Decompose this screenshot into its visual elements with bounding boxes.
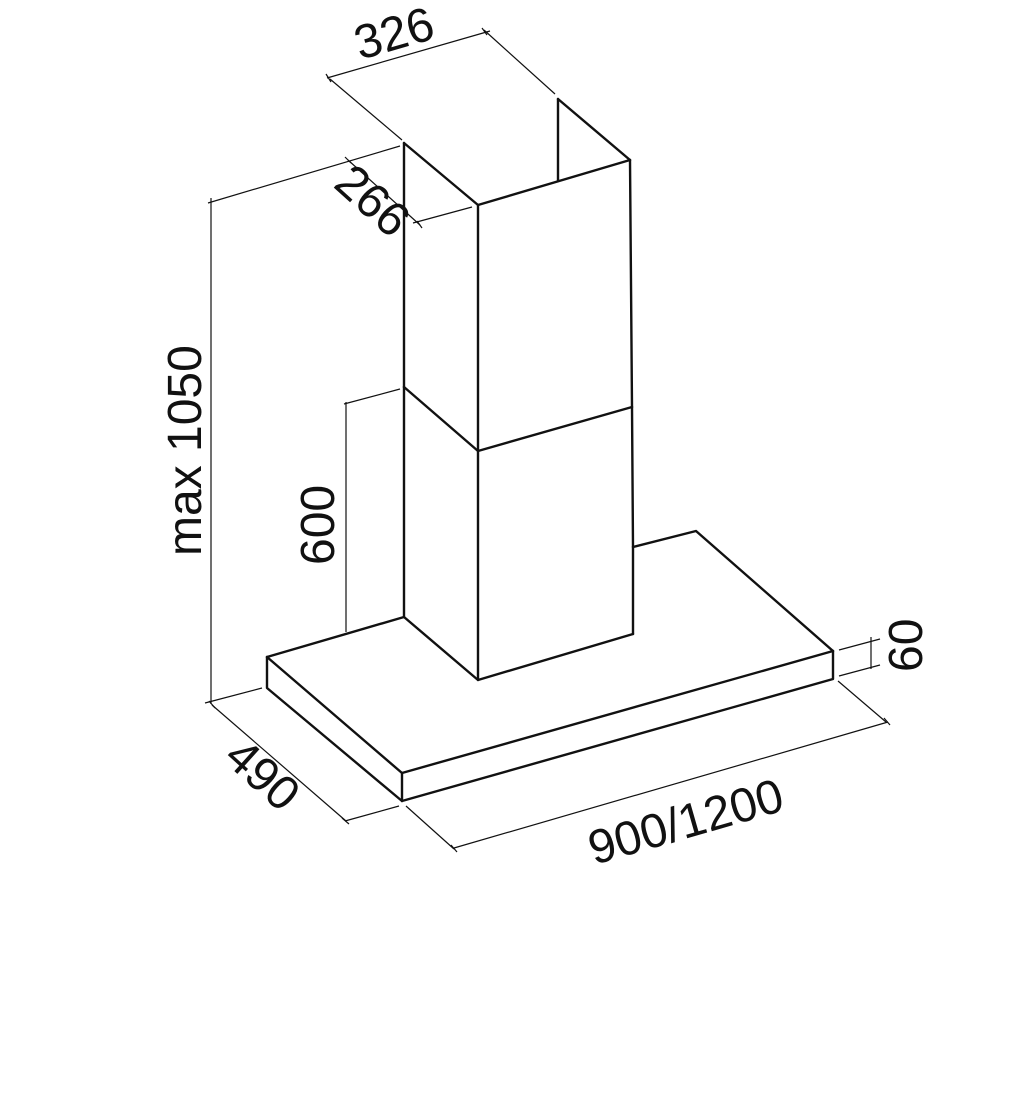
label-canopy-width: 900/1200 xyxy=(582,769,789,875)
chimney-joint-line xyxy=(402,385,634,453)
lower-chimney xyxy=(402,385,635,682)
canopy-top-left-edge xyxy=(265,655,404,775)
upper-chimney-top-right xyxy=(556,97,632,162)
label-chimney-depth: 266 xyxy=(325,155,420,248)
lower-chimney-base xyxy=(402,615,635,682)
canopy xyxy=(265,529,835,803)
label-max-height: max 1050 xyxy=(159,345,212,556)
dimension-lower-chimney-height xyxy=(343,388,401,632)
dimension-canopy-thickness xyxy=(838,637,881,677)
label-canopy-thickness: 60 xyxy=(880,619,933,672)
dimension-max-height xyxy=(204,198,263,704)
dimension-chimney-width xyxy=(325,27,556,141)
canopy-left-side-bottom xyxy=(265,655,404,803)
dimension-canopy-width xyxy=(405,680,891,853)
upper-chimney-top-front xyxy=(402,141,632,207)
upper-chimney-right-edge xyxy=(628,158,634,409)
lower-chimney-right-edge xyxy=(630,405,635,549)
label-chimney-width: 326 xyxy=(348,0,440,71)
canopy-top-front-edge xyxy=(400,649,835,775)
dimension-canopy-depth xyxy=(208,700,400,825)
canopy-top-back-right-edge xyxy=(631,529,835,653)
label-canopy-depth: 490 xyxy=(215,729,310,822)
upper-chimney xyxy=(402,97,634,453)
canopy-front-bottom xyxy=(400,649,835,803)
dimension-chimney-depth xyxy=(207,145,473,229)
label-lower-chimney-height: 600 xyxy=(292,485,345,565)
canopy-top-back-left-edge xyxy=(265,615,406,659)
